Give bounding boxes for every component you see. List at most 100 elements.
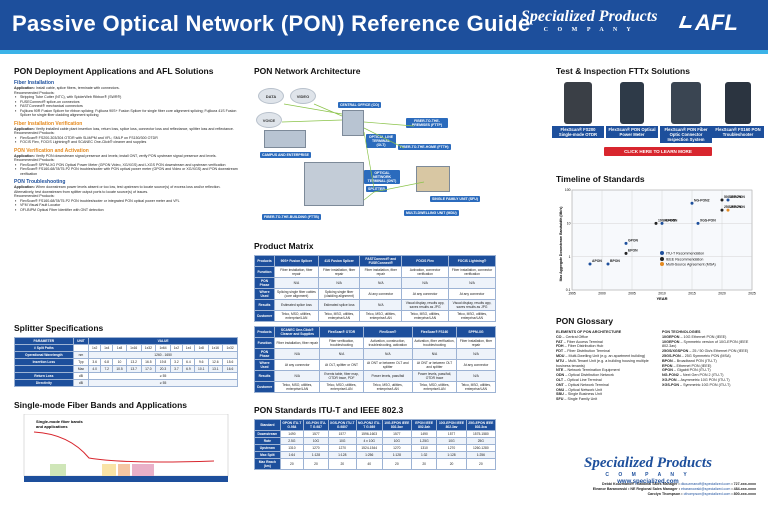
afl-wordmark: AFL bbox=[695, 10, 738, 35]
contact-email[interactable]: cthompson@specialized.com bbox=[683, 492, 731, 496]
timeline-x-axis-label: YEAR bbox=[656, 296, 667, 301]
table-cell: At any connector bbox=[359, 288, 403, 300]
timeline-y-axis-label: Max Aggregate Downstream Bandwidth (Mb/s… bbox=[559, 207, 563, 282]
bands-legend-line-2: and applications bbox=[36, 424, 68, 429]
table-cell: Rate bbox=[254, 437, 281, 445]
table-cell: 1260-1280 bbox=[465, 444, 497, 452]
table-cell: 20 bbox=[436, 458, 467, 470]
bands-legend-line-1: Single-mode fiber bands bbox=[36, 419, 83, 424]
timeline-point bbox=[624, 241, 628, 245]
product-inspection[interactable]: FlexScan® PON Fiber Optic Connector Insp… bbox=[660, 82, 712, 143]
table-cell: 20 bbox=[410, 458, 438, 470]
glossary-definition: – Optical Line Terminal bbox=[563, 377, 602, 382]
table-cell: Where Used bbox=[253, 359, 276, 371]
table-cell: 1490 bbox=[279, 430, 305, 438]
learn-more-button[interactable]: CLICK HERE TO LEARN MORE bbox=[604, 147, 712, 156]
table-cell: 10G bbox=[327, 437, 357, 445]
table-cell: Telco, MSO, utilities, enterprise/LAN bbox=[319, 381, 364, 393]
table-cell: 2.5G bbox=[279, 437, 305, 445]
product-otdr[interactable]: FlexScan® FS200 Single-mode OTDR bbox=[552, 82, 604, 138]
contact-email[interactable]: ebaranowski@specialized.com bbox=[680, 487, 731, 491]
table-cell: At any connector bbox=[448, 288, 496, 300]
table-cell: 1x8 bbox=[112, 344, 127, 352]
olt-label: OPTICAL LINE TERMINAL (OLT) bbox=[366, 134, 396, 148]
table-cell: 13.2 bbox=[125, 358, 142, 366]
table-cell: Telco, MSO, utilities, enterprise/LAN bbox=[448, 310, 496, 322]
timeline-point bbox=[690, 201, 694, 205]
table-cell: 1490 bbox=[410, 430, 438, 438]
deploy-item: FlexScan® FS160-68/78/75-P2 PON troubles… bbox=[14, 167, 238, 176]
sfu-house bbox=[416, 166, 450, 192]
deploy-item: VFM Visual Fault Locator bbox=[14, 203, 238, 208]
afl-logo[interactable]: AFL bbox=[678, 10, 738, 36]
product-troubleshooter[interactable]: FlexScan® FS160 PON Troubleshooter bbox=[712, 82, 764, 138]
deploy-item: Fujikura 90R Fusion Splicer for ribbon s… bbox=[14, 109, 238, 118]
table-cell: 6.9 bbox=[181, 365, 195, 373]
glossary-term: SBU bbox=[556, 392, 564, 397]
deploy-app-label: Application: bbox=[14, 185, 36, 189]
table-cell: Max Reach (km) bbox=[254, 458, 281, 470]
table-cell: # Split Paths bbox=[14, 344, 74, 352]
table-cell: 1310 bbox=[410, 444, 438, 452]
table-cell: Events table, fiber map, OTDR trace, PDF bbox=[319, 370, 364, 382]
deploy-item: FlexScan® FS160-68/78/75-P2 PON troubles… bbox=[14, 199, 238, 204]
table-header-cell: FOCIS Flex bbox=[401, 255, 450, 267]
table-cell: 1x32 bbox=[222, 344, 238, 352]
x-tick-label: 2010 bbox=[658, 292, 666, 296]
table-header-cell: 10G-EPON IEEE 802.3av bbox=[381, 419, 412, 431]
glossary-definition: – 25G Symmetric PON (MSA) bbox=[680, 353, 731, 358]
timeline-point-label: APON bbox=[592, 259, 602, 263]
architecture-section: PON Network Architecture bbox=[254, 66, 496, 80]
timeline-point-label: NG-PON2 bbox=[694, 198, 710, 202]
glossary-entry: MTU – Multi-Tenant Unit (e.g. a building… bbox=[556, 359, 656, 369]
glossary-entry: FAT – Fiber Access Terminal bbox=[556, 340, 656, 345]
legend-itu: ITU-T Recommendation bbox=[660, 251, 716, 257]
legend-ieee-swatch bbox=[660, 256, 664, 261]
table-header-cell: SPPM-XG bbox=[456, 326, 496, 338]
deploy-application: Application: Install cable, splice fiber… bbox=[14, 86, 120, 90]
table-cell: ≥ 55 bbox=[88, 372, 238, 380]
contact-email[interactable]: dkouzmanoff@specialized.com bbox=[680, 482, 731, 486]
timeline-point bbox=[726, 208, 730, 212]
table-cell: Upstream bbox=[254, 444, 281, 452]
attenuation-curve bbox=[33, 431, 215, 463]
contact-phone: • 727-xxx-xxxx bbox=[730, 482, 756, 486]
timeline-point-label: EPON bbox=[628, 248, 638, 252]
glossary-definition: – Symmetric version of 10G-EPON (IEEE 80… bbox=[662, 339, 749, 349]
power-meter-device-icon bbox=[620, 82, 644, 124]
table-cell: 1x16 bbox=[125, 344, 142, 352]
glossary-definition: – Asymmetric 10G PON (ITU-T) bbox=[676, 377, 730, 382]
contact-name: Carolyn Thompson • bbox=[647, 492, 684, 496]
table-cell: 16.6 bbox=[222, 365, 238, 373]
y-tick-label: 0.1 bbox=[566, 288, 571, 292]
splitter-title: Splitter Specifications bbox=[14, 323, 104, 333]
legend-itu-swatch bbox=[660, 251, 664, 255]
table-cell: N/A bbox=[319, 348, 364, 360]
specialized-products-logo[interactable]: Specialized Products C O M P A N Y bbox=[521, 8, 657, 33]
brand-name: Specialized Products bbox=[521, 8, 658, 25]
glossary-definition: – Fiber Distribution Hub bbox=[563, 344, 604, 349]
glossary-term: OLT bbox=[556, 377, 564, 382]
glossary-term: EPON bbox=[662, 363, 673, 368]
deploy-application: Application: When downstream power level… bbox=[14, 185, 221, 194]
glossary-entry: CO – Central Office bbox=[556, 335, 656, 340]
contact-line: Debbi Kouzmanoff • National Sales Manage… bbox=[556, 482, 756, 487]
footer-web-link[interactable]: www.specialized.com bbox=[617, 479, 679, 485]
deploy-rec-label: Recommended Products: bbox=[14, 90, 55, 95]
table-cell: 3.7 bbox=[169, 365, 183, 373]
deploy-item: FASTConnect® mechanical connectors bbox=[14, 104, 238, 109]
product-otdr-label: FlexScan® FS200 Single-mode OTDR bbox=[552, 126, 604, 138]
footer-logo[interactable]: Specialized Products C O M P A N Y www.s… bbox=[578, 455, 718, 485]
table-cell: N/A bbox=[448, 277, 496, 289]
glossary-definition: – Optical Network Unit bbox=[564, 387, 602, 392]
product-power-meter[interactable]: FlexScan® PON Optical Power Meter bbox=[606, 82, 658, 138]
glossary-term: ONU bbox=[556, 387, 565, 392]
data-cloud: DATA bbox=[258, 88, 284, 104]
glossary-entry: 25GS/XGSPON – 25 / 50 Gb/s Ethernet PON … bbox=[662, 349, 756, 354]
